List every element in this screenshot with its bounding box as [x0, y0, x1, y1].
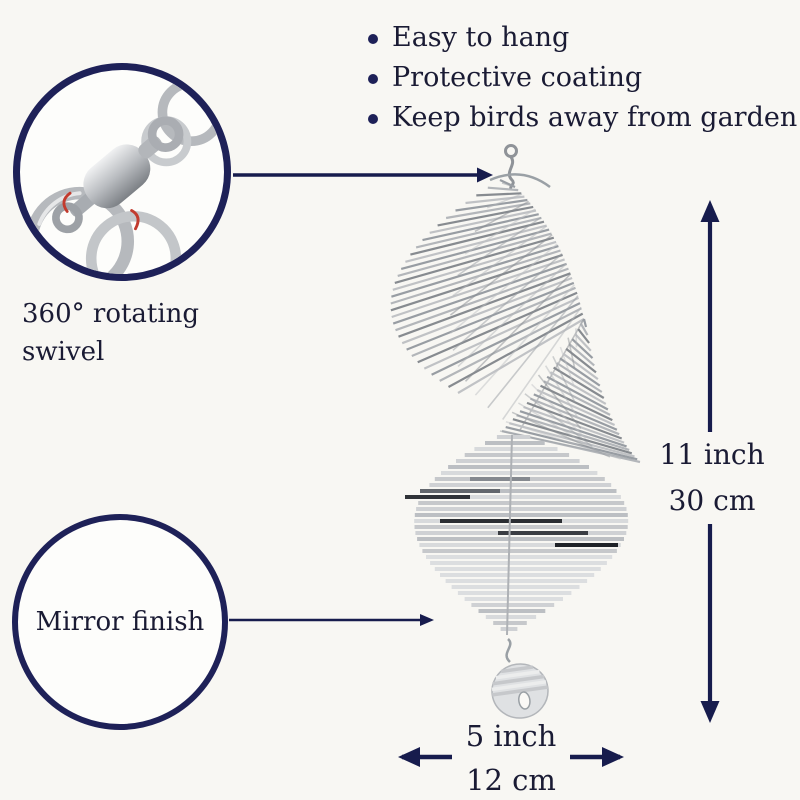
width-dimension-label: 5 inch 12 cm — [420, 714, 602, 800]
height-metric: 30 cm — [661, 478, 763, 524]
bullet-icon — [368, 114, 378, 124]
swivel-callout-label: 360° rotating swivel — [22, 295, 199, 371]
feature-label: Easy to hang — [392, 22, 570, 53]
wind-spinner-product — [390, 144, 641, 719]
spinner-spine — [506, 434, 513, 636]
swivel-body-icon — [52, 116, 184, 234]
bullet-icon — [368, 34, 378, 44]
feature-item: Keep birds away from garden — [368, 102, 797, 142]
swivel-detail-circle — [13, 63, 231, 281]
mirror-arrow — [229, 614, 434, 626]
height-imperial: 11 inch — [652, 432, 772, 478]
mirror-detail-circle: Mirror finish — [12, 514, 228, 730]
feature-label: Keep birds away from garden — [392, 102, 798, 133]
feature-item: Easy to hang — [368, 22, 797, 62]
width-dimension-arrow — [398, 747, 624, 767]
spinner-slats — [405, 435, 629, 631]
width-imperial: 5 inch — [465, 719, 557, 753]
red-wire-icon — [62, 191, 72, 213]
ring-icon — [85, 210, 182, 274]
bullet-icon — [368, 74, 378, 84]
ring-highlight — [37, 191, 82, 226]
spinner-top-edge — [489, 173, 551, 189]
spinner-helix-fins — [390, 179, 641, 464]
width-metric: 12 cm — [466, 763, 556, 797]
swivel-label-line2: swivel — [22, 337, 105, 367]
height-dimension-label: 11 inch 30 cm — [644, 432, 780, 524]
feature-label: Protective coating — [392, 62, 643, 93]
swivel-label-line1: 360° rotating — [22, 299, 200, 329]
red-wire-icon — [130, 209, 140, 231]
feature-list: Easy to hang Protective coating Keep bir… — [368, 22, 797, 142]
mirror-callout-label: Mirror finish — [35, 607, 205, 637]
feature-item: Protective coating — [368, 62, 797, 102]
swivel-arrow — [233, 167, 493, 183]
spinner-tail-icon — [491, 638, 549, 719]
